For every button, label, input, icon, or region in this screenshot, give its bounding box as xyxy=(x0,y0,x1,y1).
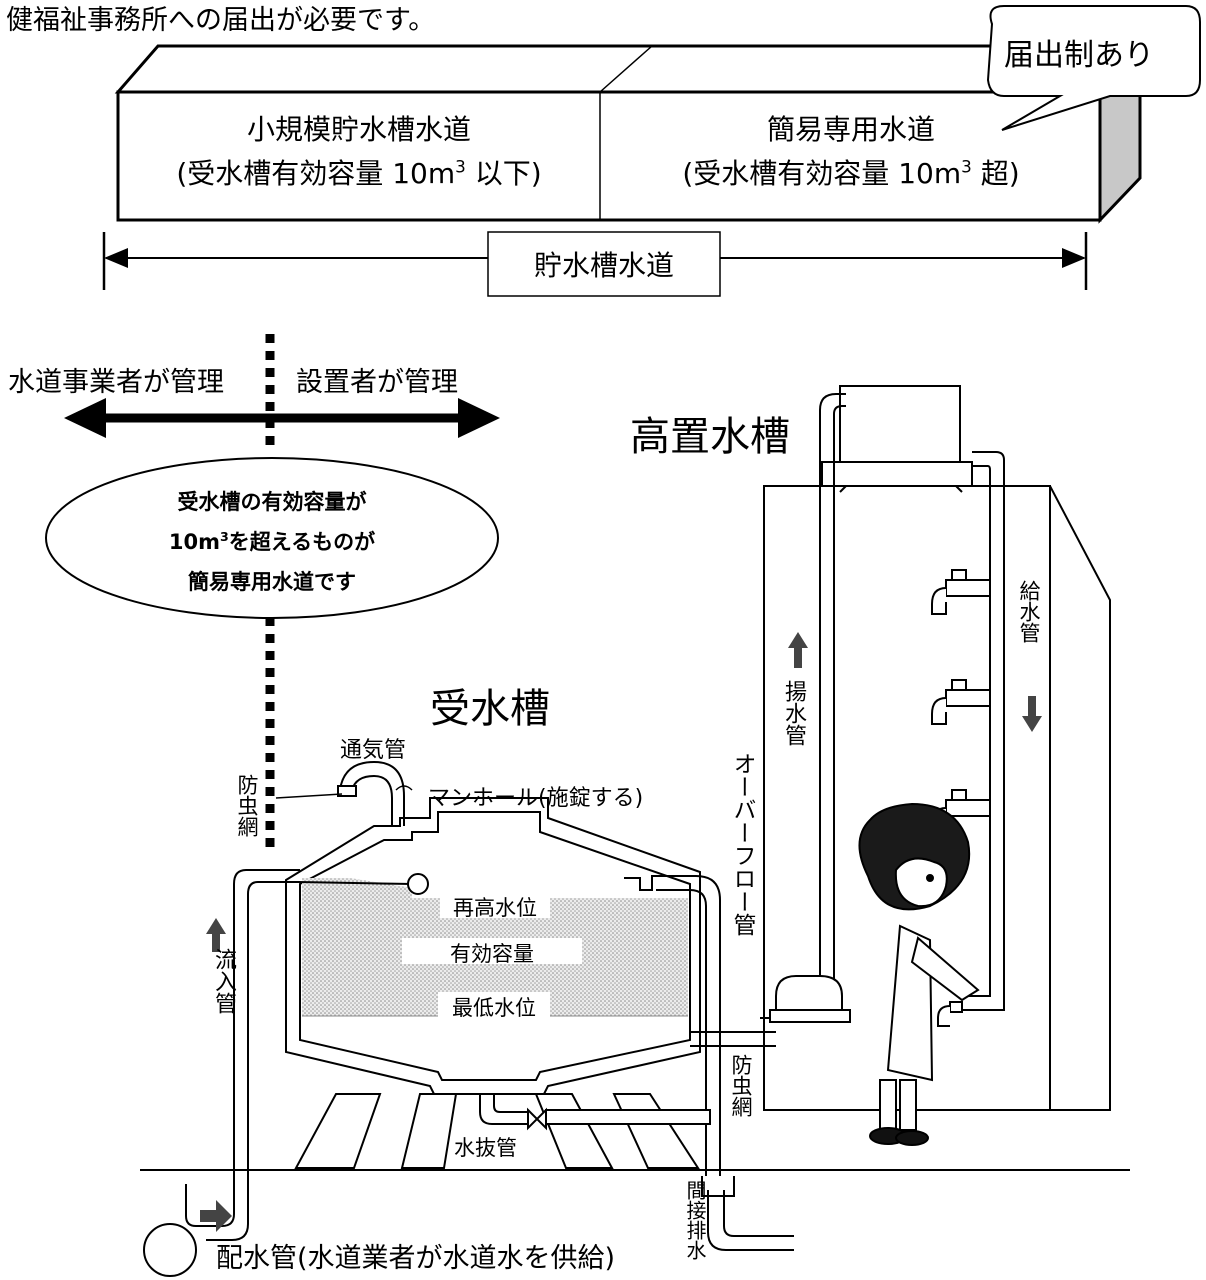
notification-bubble-shape xyxy=(986,5,1201,131)
simple-dedicated-title: 簡易専用水道 xyxy=(766,113,935,146)
overflow-pipe-label: オーバーフロー管 xyxy=(729,752,755,936)
management-boundary xyxy=(64,334,500,848)
small-scale-category: 小規模貯水槽水道 (受水槽有効容量 10m3 以下) xyxy=(124,108,594,196)
indirect-drain xyxy=(701,1176,794,1251)
pumping-pipe-label: 揚水管 xyxy=(781,680,806,746)
supply-pipe xyxy=(962,451,1005,1011)
vent-pipe xyxy=(275,760,413,826)
drain-pipe-label: 水抜管 xyxy=(454,1136,517,1160)
flow-arrows xyxy=(200,632,1042,1232)
suction-pipe xyxy=(690,1031,776,1047)
intro-text: 健福祉事務所への届出が必要です。 xyxy=(6,5,436,36)
overflow-pipe xyxy=(624,875,721,1176)
receiving-tank-label: 受水槽 xyxy=(430,686,550,732)
small-scale-note: (受水槽有効容量 10m3 以下) xyxy=(176,156,542,190)
simple-dedicated-category: 簡易専用水道 (受水槽有効容量 10m3 超) xyxy=(606,108,1096,196)
small-scale-title: 小規模貯水槽水道 xyxy=(246,113,471,146)
span-dimension xyxy=(102,231,1088,297)
indirect-drain-label: 間接排水 xyxy=(683,1180,707,1260)
owner-managed-label: 設置者が管理 xyxy=(296,367,458,398)
elevated-tank xyxy=(821,385,973,493)
simple-dedicated-note: (受水槽有効容量 10m3 超) xyxy=(682,156,1020,190)
inflow-pipe xyxy=(143,869,300,1277)
elevated-tank-label: 高置水槽 xyxy=(630,414,790,460)
utility-managed-label: 水道事業者が管理 xyxy=(8,367,224,398)
manhole-label: マンホール(施錠する) xyxy=(428,786,644,811)
insect-net-side-label: 防虫網 xyxy=(729,1054,753,1117)
effective-capacity-label: 有効容量 xyxy=(450,942,534,966)
max-level-label: 再高水位 xyxy=(453,896,537,920)
drain-pipe xyxy=(479,1094,711,1131)
vent-pipe-label: 通気管 xyxy=(340,738,407,763)
inflow-pipe-label: 流入管 xyxy=(211,948,236,1014)
receiving-tank xyxy=(285,797,701,1169)
child-figure xyxy=(858,802,980,1146)
pumping-pipe xyxy=(819,393,846,1000)
capacity-note-line2: 10m3を超えるものが xyxy=(168,529,376,554)
distribution-pipe-label: 配水管(水道業者が水道水を供給) xyxy=(216,1243,616,1274)
capacity-note: 受水槽の有効容量が 10m3を超えるものが 簡易専用水道です xyxy=(100,482,444,602)
insect-net-top-label: 防虫網 xyxy=(235,774,259,837)
notification-bubble-label: 届出制あり xyxy=(1004,38,1154,73)
min-level-label: 最低水位 xyxy=(452,996,536,1020)
supply-pipe-label: 給水管 xyxy=(1017,580,1041,643)
capacity-note-line1: 受水槽の有効容量が xyxy=(177,490,367,514)
capacity-note-ellipse xyxy=(45,457,499,619)
span-label: 貯水槽水道 xyxy=(533,249,674,282)
pump xyxy=(760,975,851,1023)
capacity-note-line3: 簡易専用水道です xyxy=(188,570,356,594)
category-box xyxy=(114,41,1144,224)
